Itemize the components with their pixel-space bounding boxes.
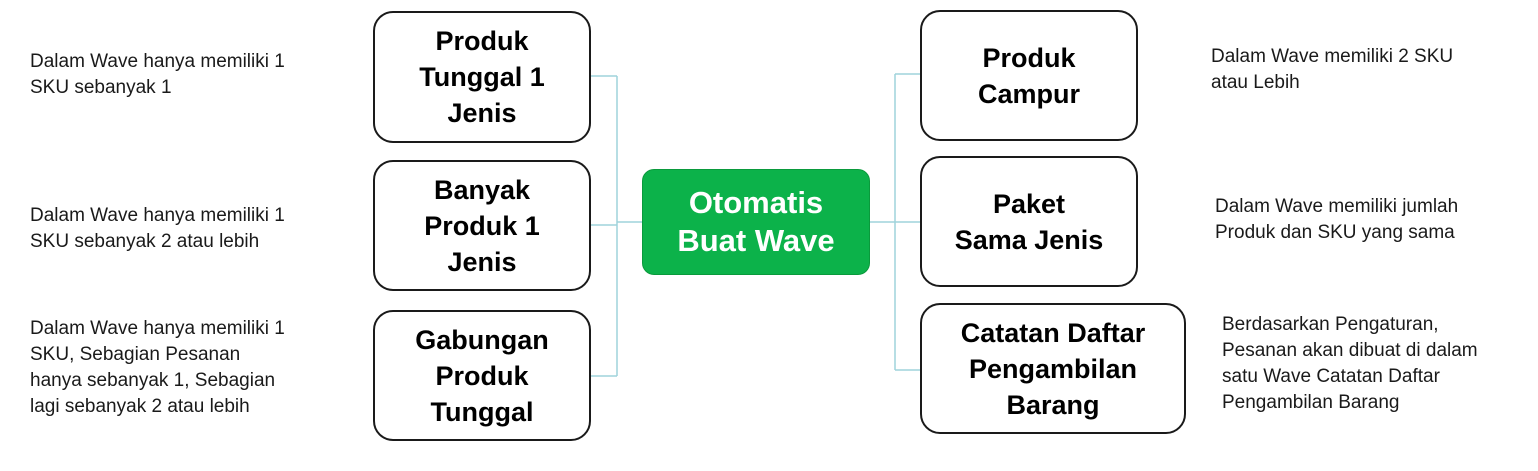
node-produk-campur: Produk Campur [920,10,1138,141]
node-gabungan-produk-tunggal: Gabungan Produk Tunggal [373,310,591,441]
description-paket-sama-jenis: Dalam Wave memiliki jumlah Produk dan SK… [1215,196,1459,243]
node-produk-tunggal-1-jenis: Produk Tunggal 1 Jenis [373,11,591,143]
node-banyak-produk-1-jenis: Banyak Produk 1 Jenis [373,160,591,291]
node-catatan-daftar-pengambilan-barang: Catatan Daftar Pengambilan Barang [920,303,1186,434]
description-banyak-produk-1-jenis: Dalam Wave hanya memiliki 1 SKU sebanyak… [30,205,285,252]
description-gabungan-produk-tunggal: Dalam Wave hanya memiliki 1 SKU, Sebagia… [30,318,285,417]
description-produk-tunggal-1-jenis: Dalam Wave hanya memiliki 1 SKU sebanyak… [30,51,285,98]
node-paket-sama-jenis: Paket Sama Jenis [920,156,1138,287]
description-catatan-daftar-pengambilan-barang: Berdasarkan Pengaturan, Pesanan akan dib… [1222,314,1478,413]
description-produk-campur: Dalam Wave memiliki 2 SKU atau Lebih [1211,46,1454,93]
center-node-otomatis-buat-wave: Otomatis Buat Wave [642,169,870,275]
